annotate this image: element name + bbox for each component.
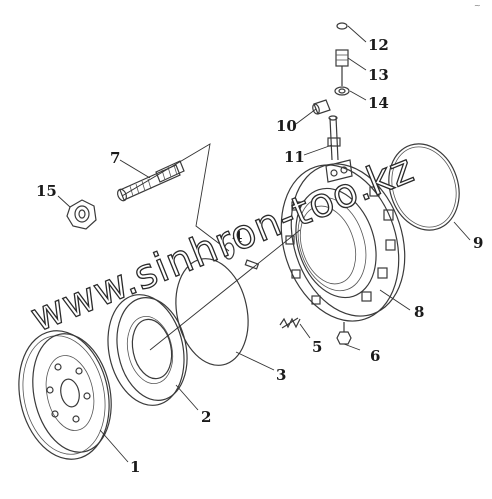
callout-7: 7 — [110, 149, 120, 167]
callout-14: 14 — [368, 94, 389, 112]
hex-nut — [66, 199, 97, 230]
cap — [336, 22, 348, 30]
callout-4: 4 — [232, 228, 242, 246]
callout-9: 9 — [473, 234, 483, 252]
drain-nut — [336, 322, 352, 345]
o-ring — [388, 143, 460, 231]
callout-5: 5 — [312, 338, 322, 356]
bleeder-screw — [312, 99, 331, 115]
callout-8: 8 — [414, 303, 424, 321]
callout-13: 13 — [368, 66, 389, 84]
callout-1: 1 — [130, 458, 140, 476]
housing — [280, 159, 406, 322]
washer — [334, 86, 350, 96]
bolt — [117, 160, 185, 202]
gasket — [175, 258, 249, 366]
corner-mark: ~ — [474, 1, 481, 10]
callout-3: 3 — [276, 366, 286, 384]
callout-2: 2 — [201, 408, 211, 426]
callout-11: 11 — [284, 148, 305, 166]
brake-disc — [18, 330, 112, 460]
friction-ring — [107, 294, 188, 406]
fitting — [335, 49, 349, 86]
watermark-text: www.sinhron-too.kz — [25, 146, 421, 342]
leader-lines — [57, 25, 471, 463]
callout-10: 10 — [276, 117, 297, 135]
callout-15: 15 — [36, 182, 57, 200]
bleeder-tube — [327, 115, 341, 161]
callout-6: 6 — [370, 347, 380, 365]
callout-labels: 1 2 3 4 5 6 7 8 9 10 11 12 13 14 15 — [36, 36, 483, 476]
locating-pin — [223, 242, 260, 270]
spring — [279, 317, 301, 329]
callout-12: 12 — [368, 36, 389, 54]
